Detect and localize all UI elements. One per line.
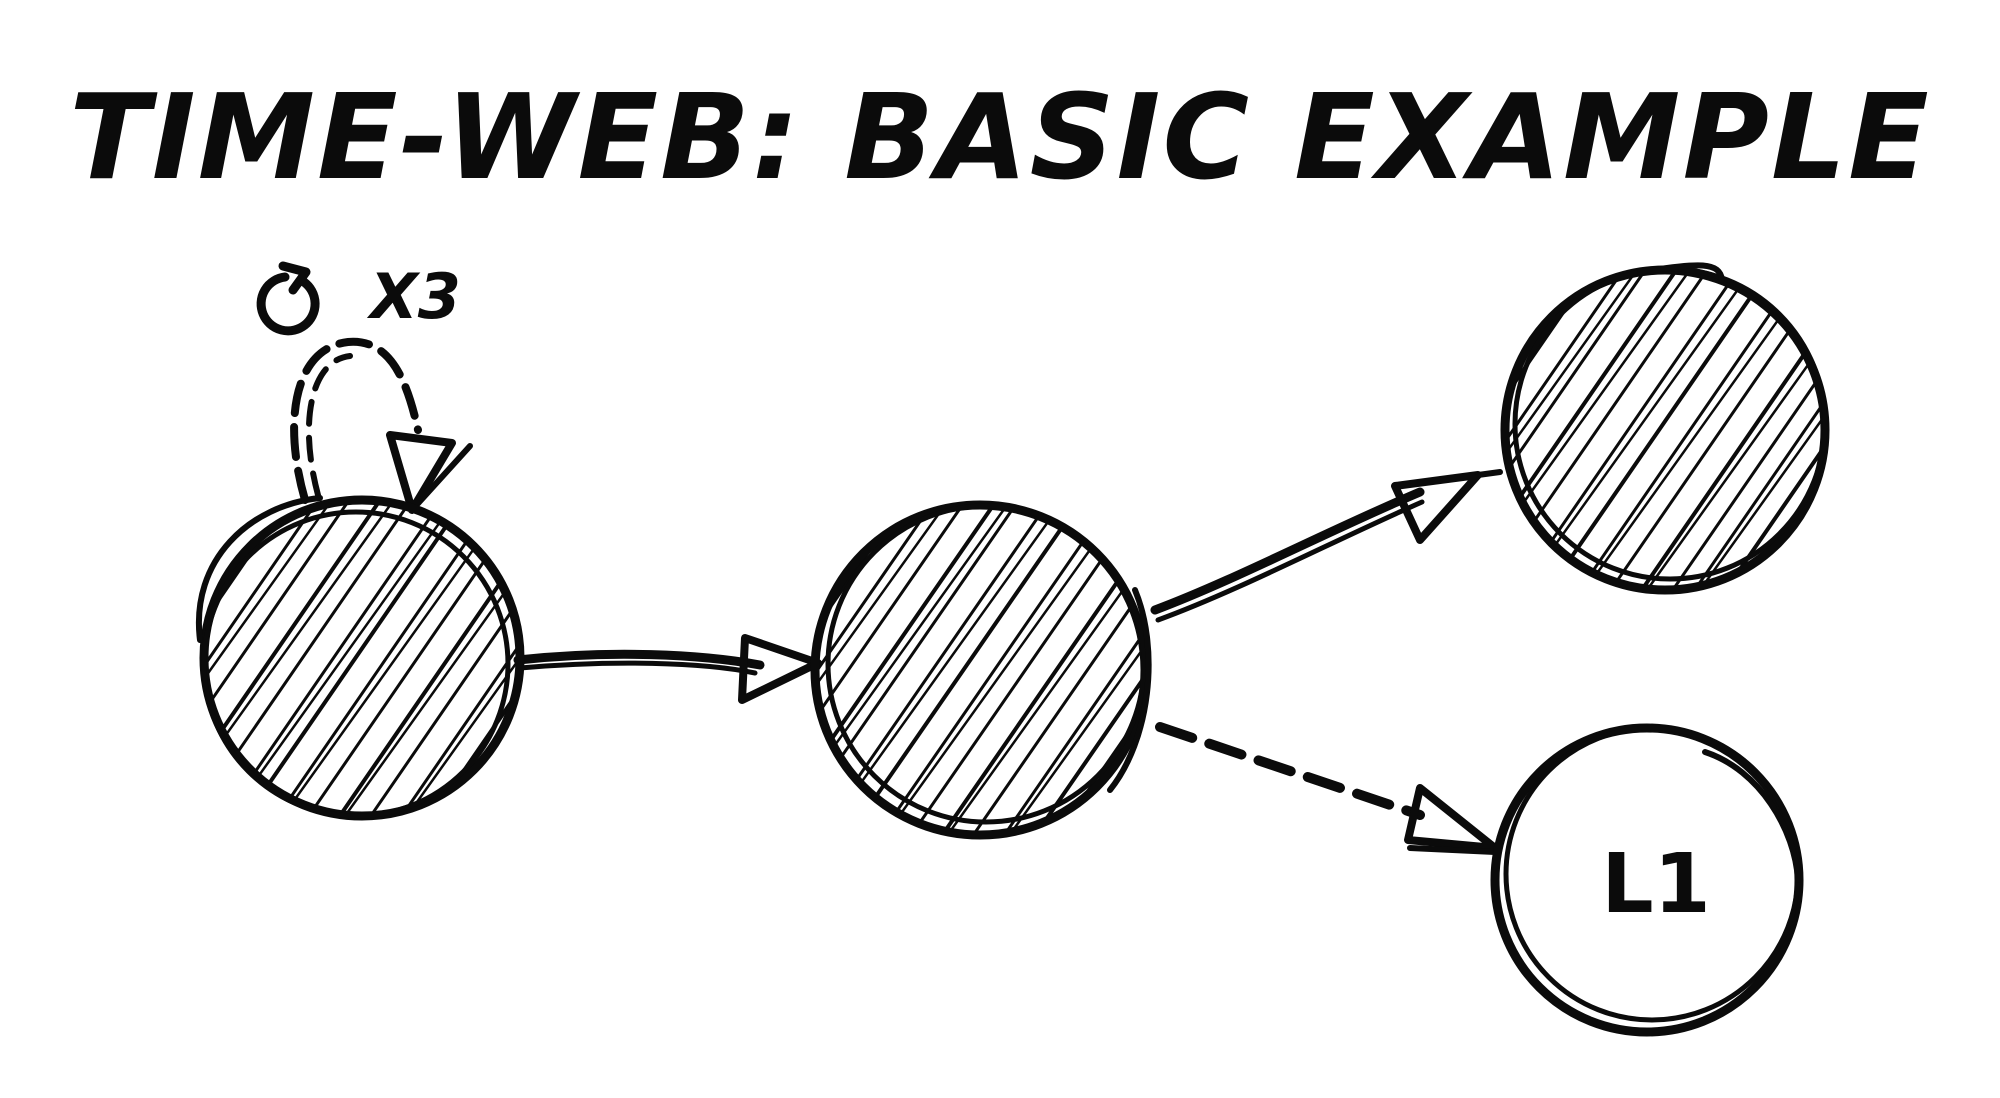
hatch-line bbox=[815, 505, 824, 835]
hatch-line bbox=[1505, 270, 1661, 590]
hatch-line bbox=[1626, 270, 1825, 590]
hatch-line bbox=[936, 505, 1145, 835]
hatch-line bbox=[1505, 270, 1723, 590]
repeat-count-label: X3 bbox=[366, 260, 461, 333]
hatch-line bbox=[204, 500, 272, 816]
hatch-line bbox=[815, 505, 885, 835]
hatch-line bbox=[1679, 270, 1825, 590]
hatch-line bbox=[204, 500, 334, 816]
node-4-label: L1 bbox=[1601, 837, 1710, 932]
hatch-line bbox=[1019, 505, 1145, 835]
hatch-line bbox=[204, 500, 396, 816]
hatch-line bbox=[1505, 270, 1692, 590]
hatch-line bbox=[815, 505, 892, 835]
node-2 bbox=[810, 500, 1152, 840]
hatch-line bbox=[989, 505, 1145, 835]
hatch-line bbox=[815, 505, 954, 835]
hatch-line bbox=[833, 505, 1094, 835]
hatch-line bbox=[1710, 270, 1825, 590]
hatch-line bbox=[1505, 270, 1699, 590]
hatch-line bbox=[1595, 270, 1825, 590]
hatch-line bbox=[815, 505, 1010, 835]
loop-arrow-icon bbox=[256, 261, 320, 336]
hatch-line bbox=[1657, 270, 1825, 590]
hatch-line bbox=[1505, 270, 1646, 590]
hatch-line bbox=[815, 505, 1062, 835]
hatch-line bbox=[333, 500, 520, 816]
hatch-line bbox=[1505, 270, 1754, 590]
hatch-line bbox=[815, 505, 830, 835]
diagram-title: TIME-WEB: BASIC EXAMPLE bbox=[69, 68, 1931, 206]
hatch-line bbox=[355, 500, 520, 816]
hatch-line bbox=[865, 505, 1124, 835]
node-4: L1 bbox=[1490, 723, 1804, 1037]
hatch-line bbox=[1505, 270, 1584, 590]
hatch-line bbox=[815, 505, 978, 835]
hatch-line bbox=[1635, 270, 1825, 590]
hatch-line bbox=[204, 500, 217, 816]
hatch-line bbox=[324, 500, 520, 816]
hatch-line bbox=[386, 500, 520, 816]
hatch-line bbox=[204, 500, 403, 816]
hatch-line bbox=[1564, 270, 1816, 590]
hatch-line bbox=[231, 500, 480, 816]
hatch-line bbox=[204, 500, 341, 816]
self-loop-arrowhead bbox=[386, 431, 473, 514]
hatch-line bbox=[815, 505, 1016, 835]
hatch-line bbox=[896, 505, 1145, 835]
hatch-line bbox=[204, 500, 365, 816]
hatch-line bbox=[958, 505, 1145, 835]
hatch-line bbox=[874, 505, 1131, 835]
node-3 bbox=[1500, 262, 1830, 595]
hatch-line bbox=[1688, 270, 1825, 590]
hatch-line bbox=[204, 500, 210, 816]
hatch-line bbox=[815, 505, 1069, 835]
self-loop-edge bbox=[290, 337, 422, 504]
edge-node1-to-node2 bbox=[513, 634, 822, 704]
edge-node2-to-node3 bbox=[1150, 469, 1503, 623]
edge-node2-to-node4 bbox=[1155, 722, 1499, 855]
hatch-line bbox=[998, 505, 1145, 835]
hatch-line bbox=[1505, 270, 1577, 590]
hatch-line bbox=[1741, 270, 1825, 590]
hatch-line bbox=[1750, 270, 1825, 590]
